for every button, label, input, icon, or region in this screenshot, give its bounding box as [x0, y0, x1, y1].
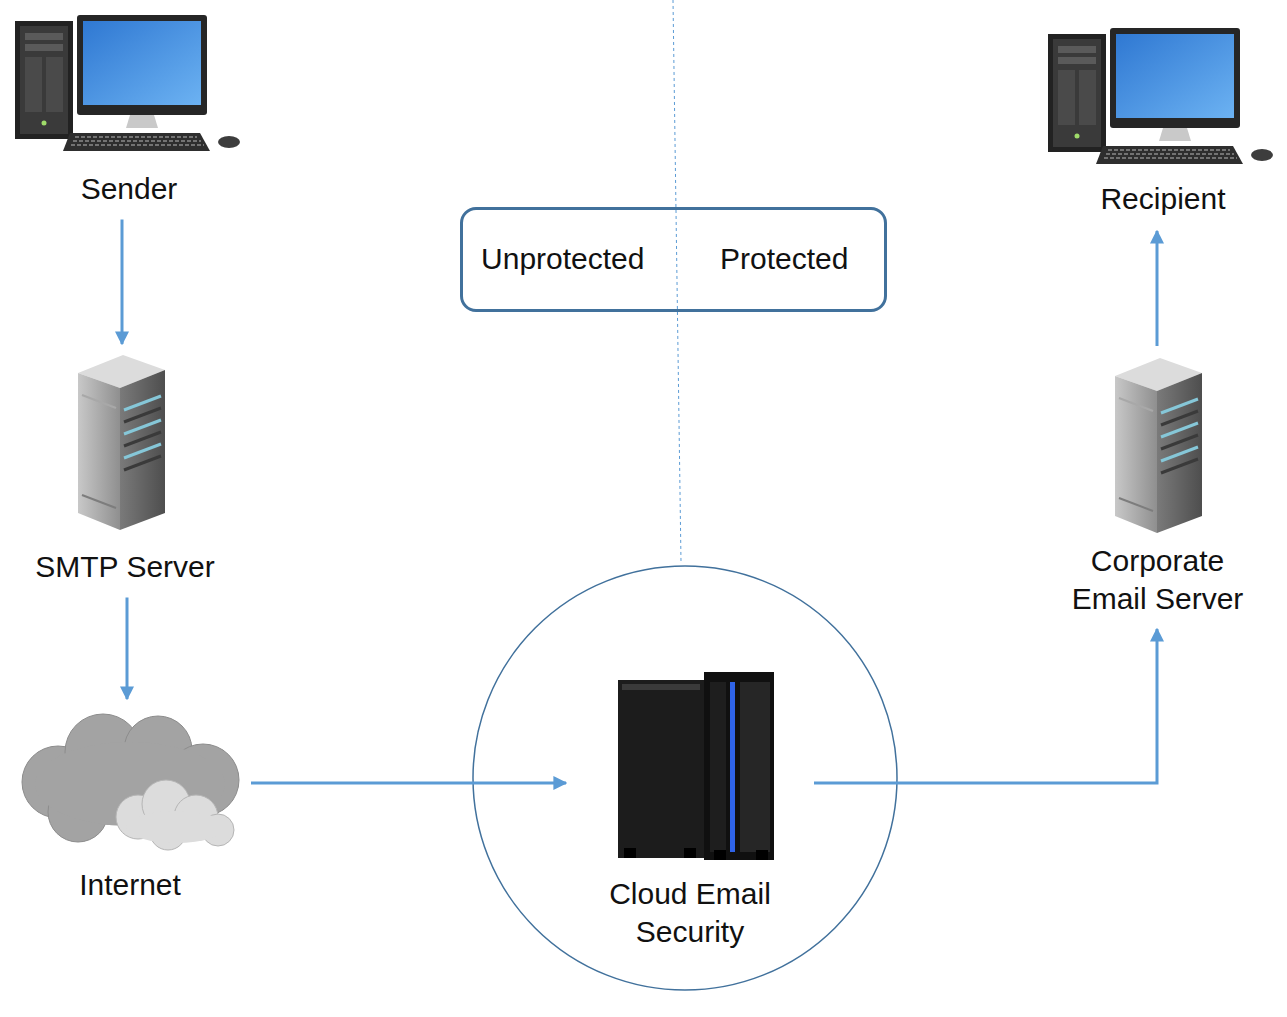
smtp-server-icon [78, 355, 165, 530]
flow-arrow [814, 629, 1157, 783]
recipient-computer [1048, 28, 1273, 164]
zone-legend-box: Unprotected Protected [460, 207, 887, 312]
cloud-node: Internet [15, 705, 245, 910]
computer-node: Recipient [1048, 25, 1278, 225]
node-label: Internet [20, 866, 240, 904]
node-label: Sender [19, 170, 239, 208]
sender-computer [15, 15, 240, 151]
internet-cloud [22, 714, 239, 850]
mail-server-icon [1115, 358, 1202, 533]
flow-arrow [251, 782, 566, 785]
server-node: SMTP Server [20, 350, 230, 592]
flow-arrow [126, 598, 129, 700]
node-label: Cloud Email Security [588, 875, 793, 950]
mainframe-icon [618, 672, 774, 860]
node-label: Recipient [1053, 180, 1273, 218]
boundary-line [673, 0, 681, 562]
security-node: Cloud Email Security [572, 665, 808, 956]
zone-label: Unprotected [481, 240, 644, 278]
flow-arrow [1156, 231, 1159, 346]
flow-arrow [121, 220, 124, 345]
node-label: SMTP Server [23, 548, 228, 586]
computer-node: Sender [15, 12, 243, 214]
node-label: Corporate Email Server [1053, 542, 1263, 617]
security-zone [473, 566, 897, 990]
zone-label: Protected [720, 240, 848, 278]
server-node: Corporate Email Server [1050, 352, 1265, 623]
